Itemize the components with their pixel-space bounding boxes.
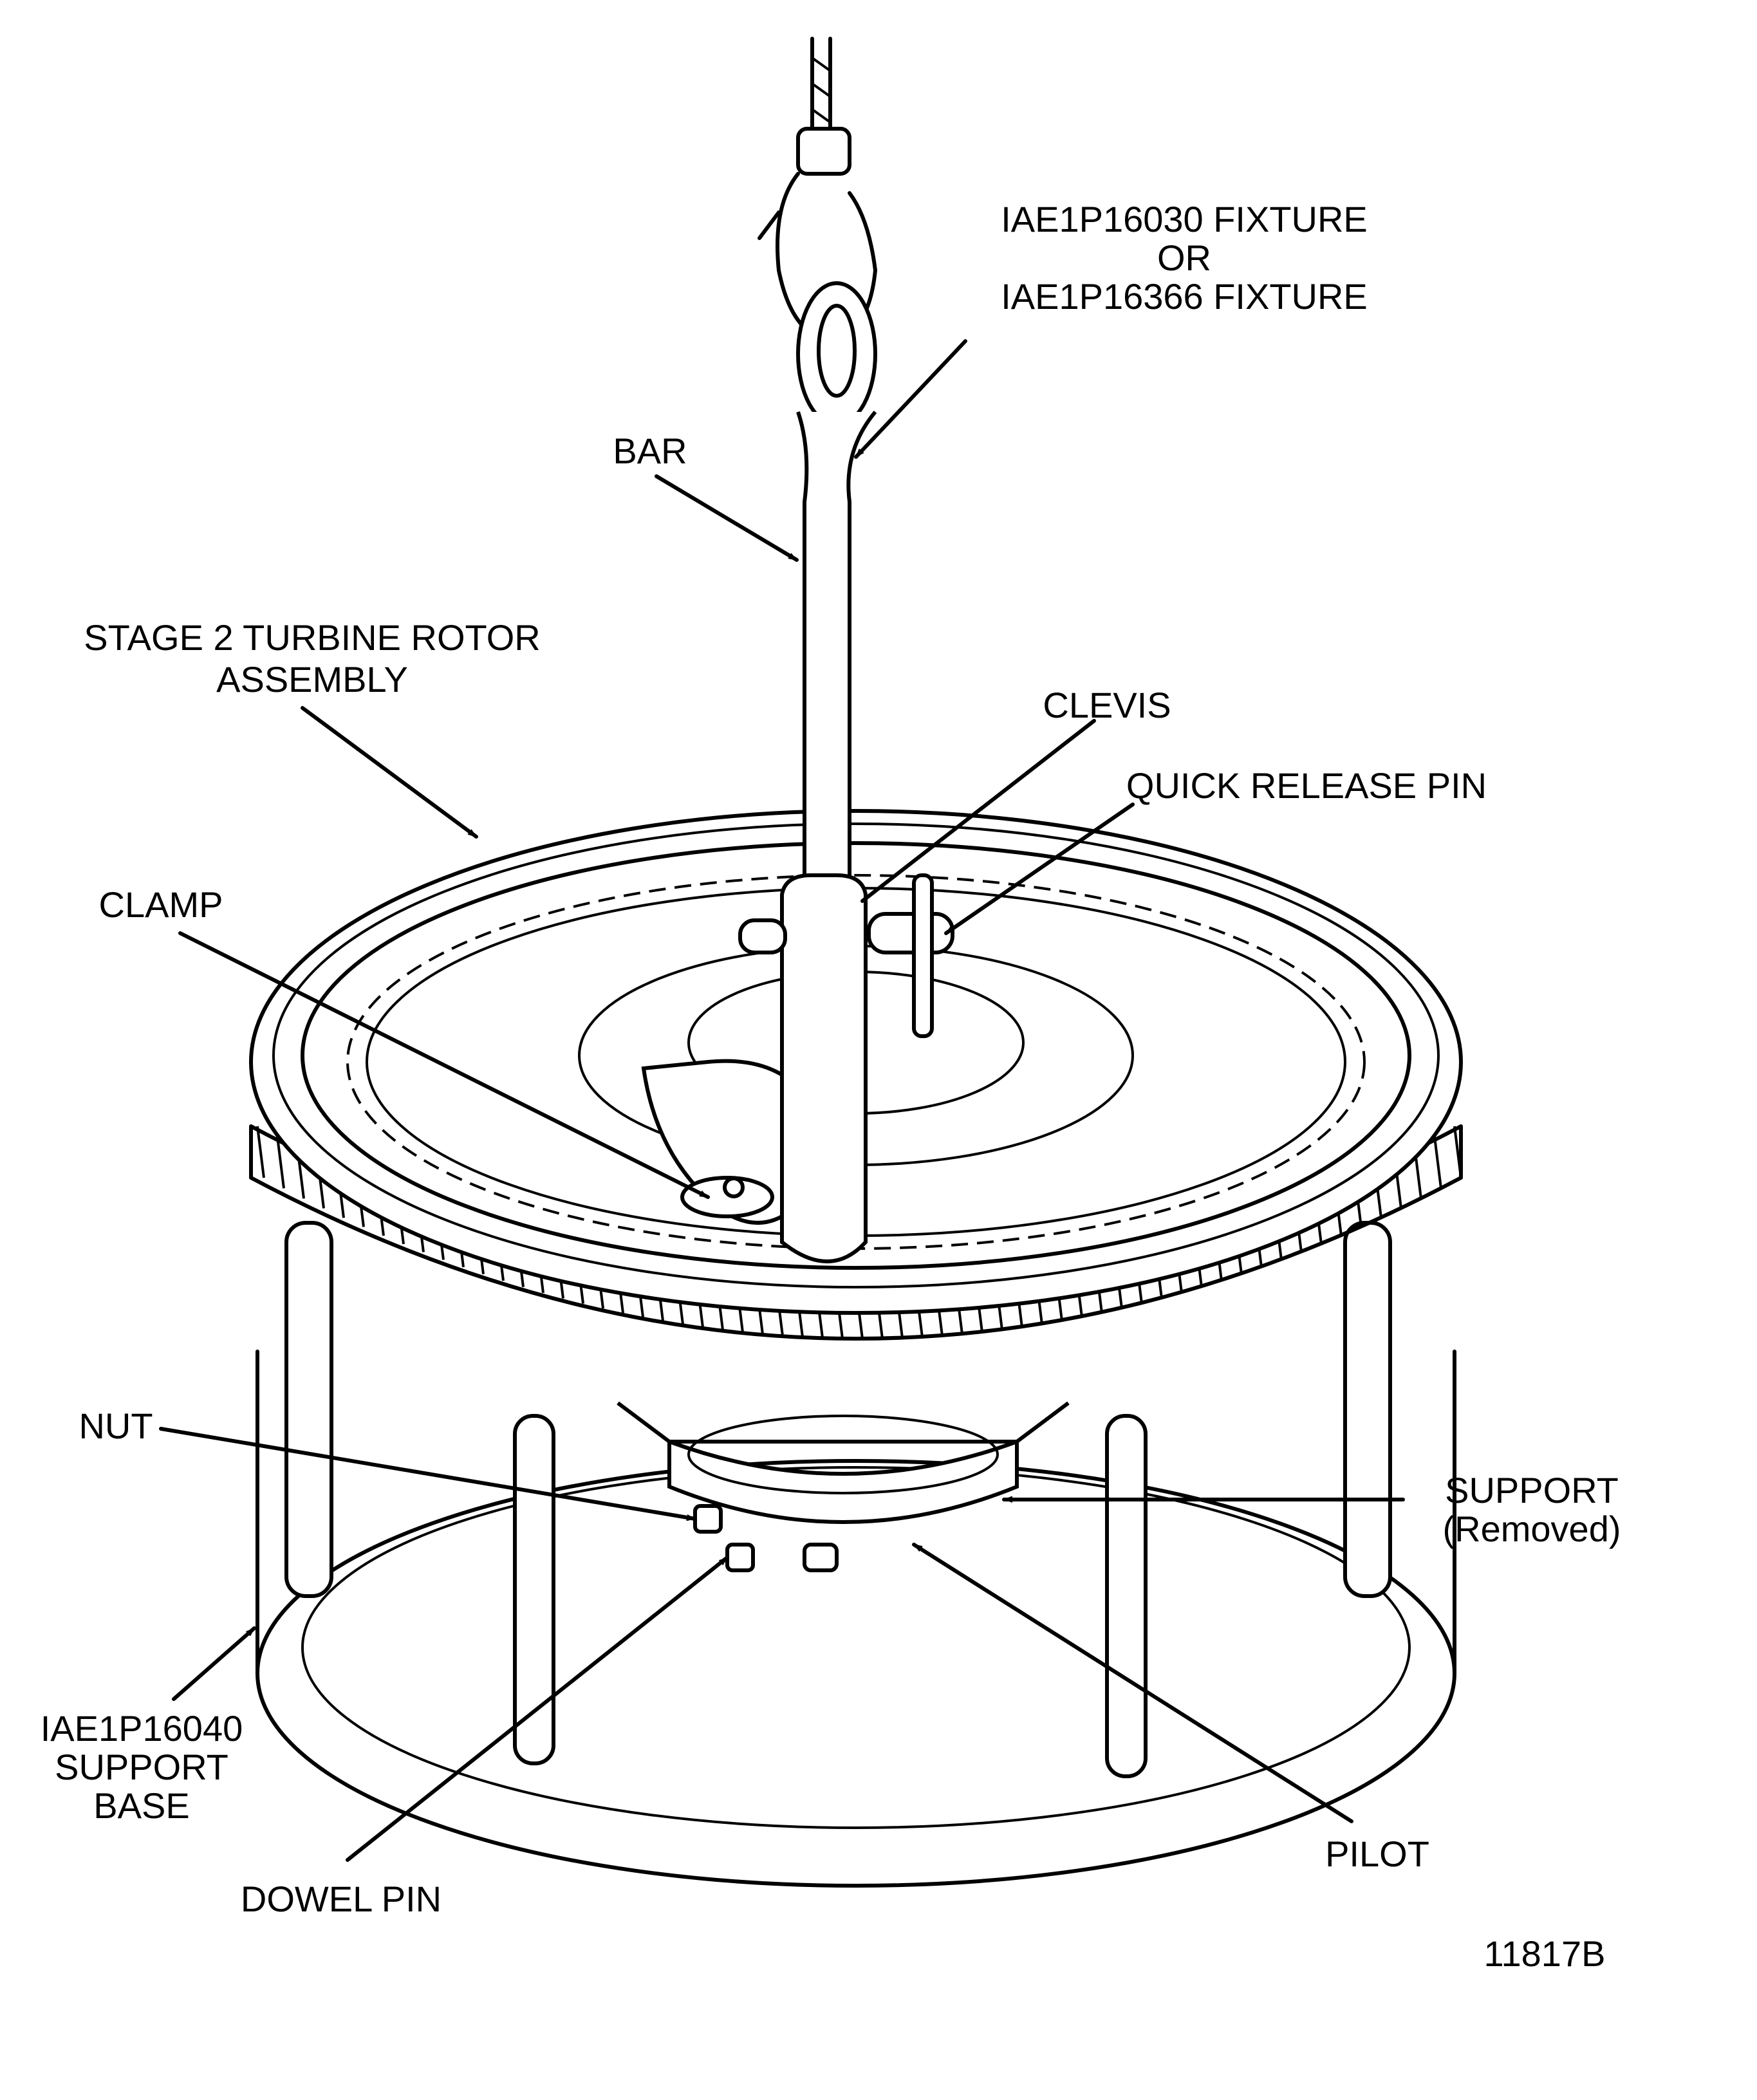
cable-strands (811, 57, 832, 124)
base-ring-inner (301, 1466, 1411, 1829)
leader-pilot (912, 1543, 1353, 1823)
label-quick-release-pin: QUICK RELEASE PIN (1126, 765, 1487, 806)
quick-release-pin (867, 912, 954, 954)
lifting-fixture (738, 37, 954, 1263)
leader-quick-release-pin (944, 803, 1135, 935)
hook-collar (796, 127, 851, 176)
pin-handle (912, 873, 934, 1038)
label-nut: NUT (79, 1406, 153, 1446)
base-ring-outer (256, 1459, 1456, 1888)
label-dowel-pin: DOWEL PIN (241, 1879, 442, 1919)
cutaway-bore (641, 1059, 807, 1225)
leader-support-base (172, 1626, 256, 1701)
skirt-cutout (617, 1401, 1070, 1444)
nut (693, 1504, 723, 1534)
pilot (803, 1543, 839, 1572)
blade-tooth (256, 1126, 265, 1178)
clamp (680, 1176, 774, 1218)
label-fixture-line1: IAE1P16030 FIXTURE (1001, 199, 1368, 239)
dowel-pin (725, 1543, 755, 1572)
rotor-inner-ring (301, 841, 1411, 1270)
support-removed (667, 1415, 1019, 1572)
leg (284, 1221, 333, 1598)
clamp-bolt (723, 1176, 745, 1198)
leader-bar (655, 474, 799, 562)
blade-tooth (276, 1137, 285, 1189)
leg (1343, 1221, 1392, 1598)
leader-fixture (854, 339, 967, 459)
leg (1105, 1414, 1148, 1778)
hook-latch (758, 210, 781, 240)
bar-eye-hole (817, 304, 857, 398)
clevis (780, 873, 868, 1263)
label-bar: BAR (613, 431, 687, 471)
callout-labels: IAE1P16030 FIXTURE OR IAE1P16366 FIXTURE… (41, 199, 1621, 1974)
leader-nut (159, 1427, 697, 1519)
label-rotor-line2: ASSEMBLY (216, 659, 408, 700)
leader-rotor (301, 706, 478, 839)
label-support-line1: SUPPORT (1445, 1470, 1619, 1510)
label-support-base-line1: IAE1P16040 (41, 1708, 243, 1749)
leader-clevis (860, 719, 1096, 903)
figure-number: 11817B (1484, 1933, 1606, 1974)
label-rotor-line1: STAGE 2 TURBINE ROTOR (84, 617, 540, 658)
label-clamp: CLAMP (99, 884, 223, 925)
label-support-base-line3: BASE (93, 1785, 189, 1826)
support-top (687, 1415, 999, 1494)
leader-clamp (178, 931, 710, 1199)
support-disc (667, 1438, 1019, 1524)
label-clevis: CLEVIS (1043, 685, 1171, 725)
label-support-line2: (Removed) (1443, 1509, 1621, 1549)
label-support-base-line2: SUPPORT (55, 1747, 228, 1787)
label-pilot: PILOT (1325, 1834, 1429, 1874)
leader-lines (159, 339, 1405, 1862)
blade-tooth (1453, 1126, 1462, 1178)
blade-tooth (1433, 1137, 1442, 1189)
leg (513, 1414, 555, 1765)
rotor-flange-lip (272, 822, 1440, 1288)
support-legs (284, 1221, 1392, 1778)
leader-dowel-pin (346, 1556, 729, 1862)
pin-head (738, 918, 787, 954)
support-base (256, 1221, 1456, 1888)
label-fixture-line3: IAE1P16366 FIXTURE (1001, 276, 1368, 317)
label-fixture-line2: OR (1157, 237, 1211, 278)
